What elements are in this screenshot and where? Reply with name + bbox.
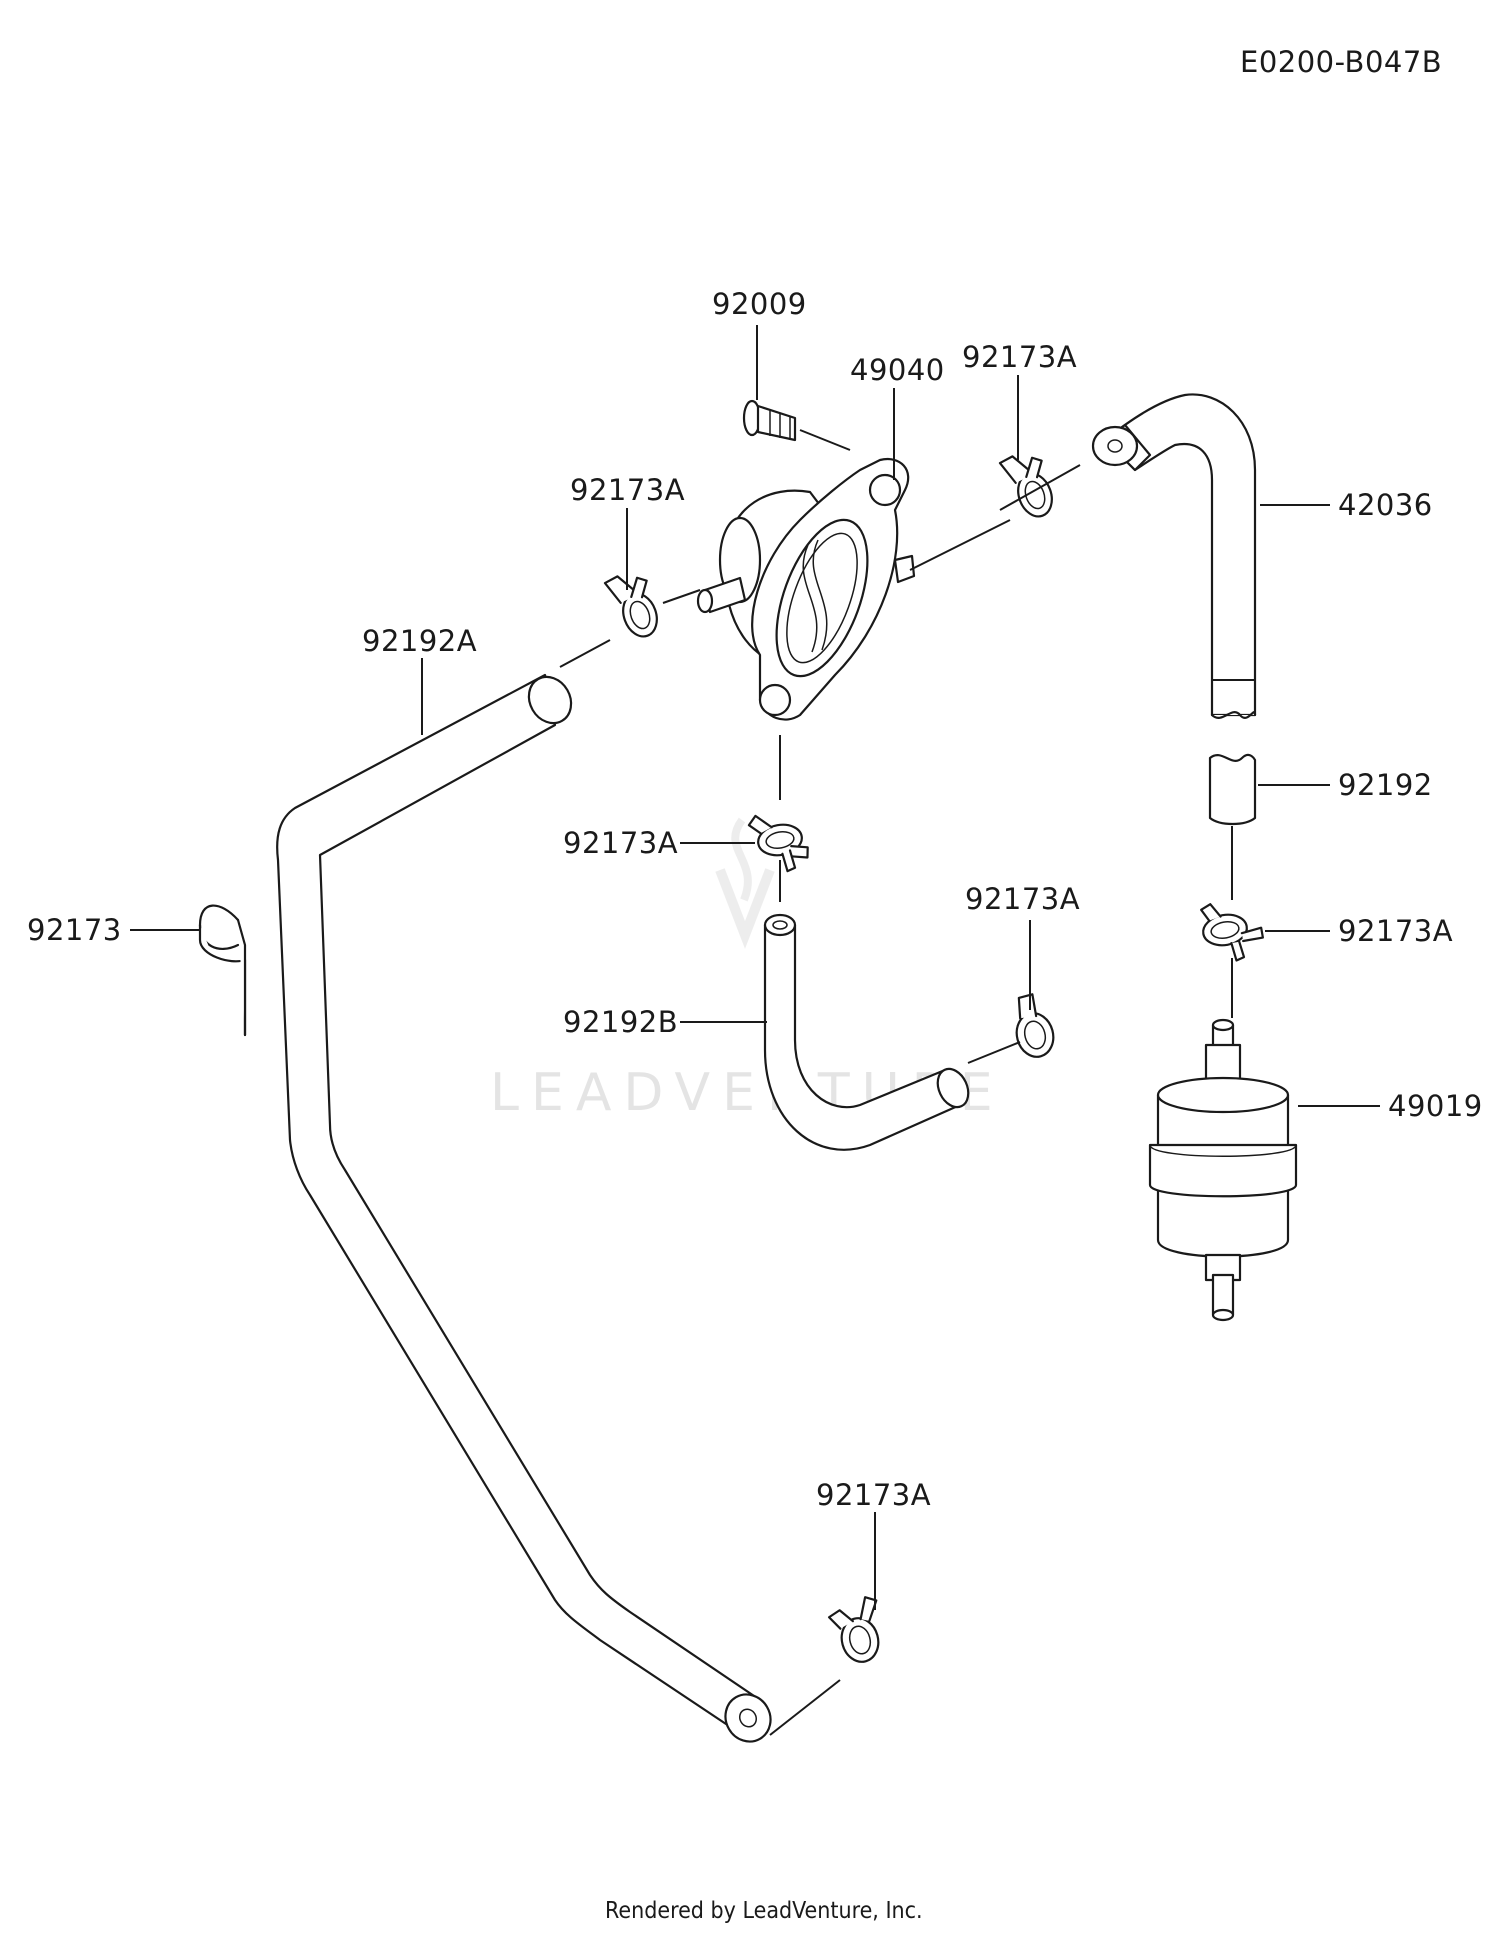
hose-clamp-92173A-2[interactable] bbox=[998, 447, 1059, 523]
callout-42036[interactable]: 42036 bbox=[1338, 488, 1433, 522]
callout-92009[interactable]: 92009 bbox=[712, 287, 807, 321]
callout-92192A[interactable]: 92192A bbox=[362, 624, 477, 658]
screw-92009[interactable] bbox=[742, 399, 797, 442]
callout-92173A-left[interactable]: 92173A bbox=[570, 473, 685, 507]
callout-92173[interactable]: 92173 bbox=[27, 913, 122, 947]
footer-credit: Rendered by LeadVenture, Inc. bbox=[605, 1898, 923, 1924]
watermark-logo bbox=[715, 817, 775, 949]
fuel-hose-92192[interactable] bbox=[1208, 753, 1257, 826]
assembly-lines bbox=[559, 429, 1233, 1736]
callout-92173A-bottom[interactable]: 92173A bbox=[816, 1478, 931, 1512]
diagram-code: E0200-B047B bbox=[1240, 45, 1442, 79]
callout-92173A-right[interactable]: 92173A bbox=[1338, 914, 1453, 948]
hose-clamp-92173A-4[interactable] bbox=[1007, 992, 1058, 1061]
callout-92173A-top[interactable]: 92173A bbox=[962, 340, 1077, 374]
callout-49019[interactable]: 49019 bbox=[1388, 1089, 1483, 1123]
fuel-hose-92192A[interactable] bbox=[276, 669, 779, 1750]
leader-lines bbox=[130, 325, 1380, 1610]
fuel-hose-92192B[interactable] bbox=[763, 913, 974, 1151]
hose-clip-92173[interactable] bbox=[198, 904, 247, 1037]
hose-clamp-92173A-5[interactable] bbox=[1198, 896, 1266, 965]
fuel-filter-49019[interactable] bbox=[1148, 1018, 1298, 1322]
callout-49040[interactable]: 49040 bbox=[850, 353, 945, 387]
callout-92192[interactable]: 92192 bbox=[1338, 768, 1433, 802]
callout-92192B[interactable]: 92192B bbox=[563, 1005, 678, 1039]
hose-clamp-92173A-3[interactable] bbox=[747, 808, 812, 876]
callout-92173A-mid[interactable]: 92173A bbox=[563, 826, 678, 860]
hose-clamp-92173A-6[interactable] bbox=[826, 1595, 890, 1668]
callout-92173A-lower[interactable]: 92173A bbox=[965, 882, 1080, 916]
fuel-hose-42036[interactable] bbox=[1091, 393, 1257, 719]
fuel-valve-49040[interactable] bbox=[696, 457, 916, 721]
hose-clamp-92173A-1[interactable] bbox=[603, 567, 664, 643]
